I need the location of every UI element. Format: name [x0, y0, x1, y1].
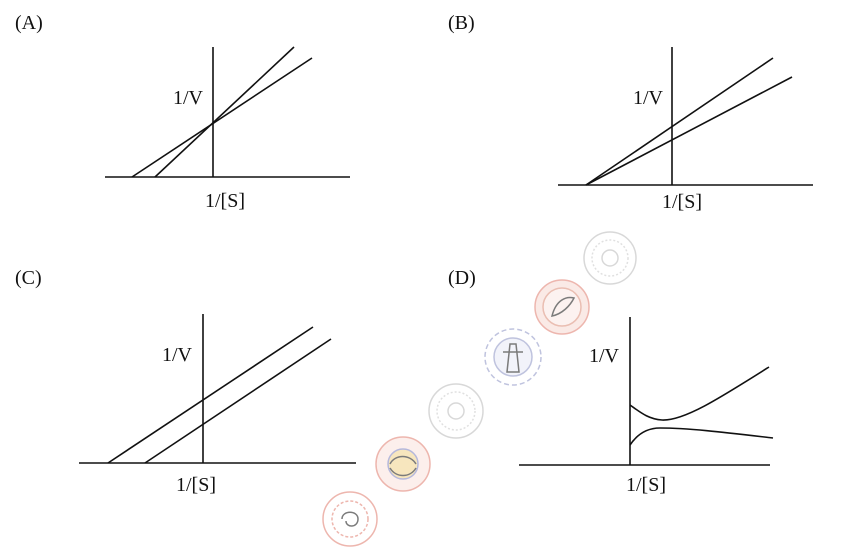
- panel-b-line-1: [585, 57, 774, 186]
- panel-d-x-label: 1/[S]: [626, 474, 666, 496]
- institute-seal-icon: [583, 231, 637, 285]
- swirl-emblem-icon: [375, 436, 431, 492]
- panel-b-y-label: 1/V: [633, 87, 663, 109]
- panel-d-y-label: 1/V: [589, 345, 619, 367]
- panel-c-x-label: 1/[S]: [176, 474, 216, 496]
- watermark-group: [322, 231, 637, 547]
- panel-d-graph: [519, 317, 774, 466]
- panel-d-upper-curve: [629, 366, 770, 421]
- gear-tower-icon: [484, 328, 542, 386]
- panel-c-line-1: [107, 326, 314, 464]
- panel-b-line-2: [585, 76, 793, 186]
- panel-a-x-label: 1/[S]: [205, 190, 245, 212]
- panel-b-x-label: 1/[S]: [662, 191, 702, 213]
- panel-b-label: (B): [448, 12, 475, 34]
- panel-a-y-label: 1/V: [173, 87, 203, 109]
- panel-a-line-1: [131, 57, 313, 178]
- red-seal-icon: [322, 491, 378, 547]
- panel-a-line-2: [154, 46, 295, 178]
- panel-a-label: (A): [15, 12, 43, 34]
- panel-c-line-2: [144, 338, 332, 464]
- panel-a-graph: [105, 46, 350, 178]
- panel-c-graph: [79, 314, 356, 464]
- panel-b-graph: [558, 47, 813, 186]
- panel-c-y-label: 1/V: [162, 344, 192, 366]
- institute-seal-icon: [428, 383, 484, 439]
- leaf-emblem-icon: [534, 279, 590, 335]
- panel-d-lower-curve: [629, 427, 774, 446]
- panel-d-label: (D): [448, 267, 476, 289]
- panel-c-label: (C): [15, 267, 42, 289]
